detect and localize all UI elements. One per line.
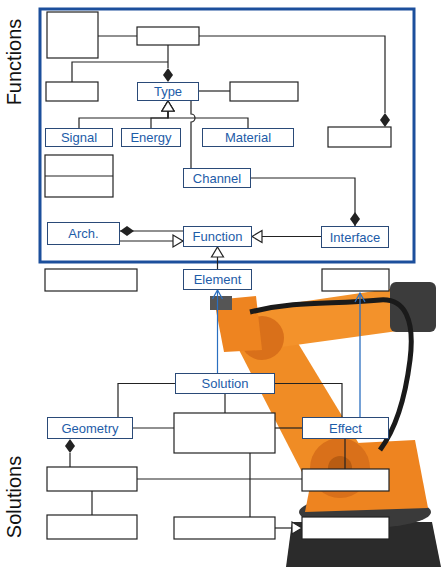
blank-box <box>47 515 137 539</box>
connector <box>79 101 168 128</box>
wire <box>91 491 92 515</box>
open-arrow-head <box>355 293 365 302</box>
wire <box>133 427 174 428</box>
class-box: Geometry <box>47 417 133 439</box>
class-box: Effect <box>302 417 389 439</box>
connector <box>191 101 195 168</box>
robot-motor <box>390 282 436 332</box>
wire <box>344 439 345 469</box>
blank-box <box>137 27 199 45</box>
wire <box>137 478 302 479</box>
connector <box>168 101 248 128</box>
blank-boxes <box>45 12 391 539</box>
wire <box>199 36 385 113</box>
connector <box>251 178 355 226</box>
class-box: Signal <box>45 128 113 147</box>
box-label: Type <box>154 84 182 99</box>
class-box: Function <box>183 226 252 247</box>
inheritance-triangle <box>162 101 174 111</box>
composition-diamond <box>380 113 390 127</box>
functions-frame <box>40 9 414 262</box>
inheritance-triangle <box>162 101 174 111</box>
wire <box>69 453 70 467</box>
box-label: Material <box>225 130 271 145</box>
class-box: Arch. <box>47 222 120 245</box>
composition-diamond <box>163 68 173 82</box>
inheritance-triangle <box>173 235 183 247</box>
blue-link <box>359 293 360 417</box>
class-box: Material <box>202 128 294 147</box>
composition-diamond <box>65 439 75 453</box>
blank-box <box>328 127 391 147</box>
blank-box <box>47 467 137 491</box>
class-box: Element <box>183 269 252 290</box>
wire <box>249 453 250 517</box>
class-box: Solution <box>175 373 275 394</box>
box-label: Function <box>193 229 243 244</box>
wire <box>98 35 137 36</box>
class-box: Type <box>137 82 199 101</box>
box-label: Interface <box>330 230 381 245</box>
blank-box <box>45 155 113 197</box>
section-label: Solutions <box>3 456 25 538</box>
blank-box <box>230 82 298 101</box>
box-label: Arch. <box>68 226 98 241</box>
box-label: Channel <box>193 171 241 186</box>
inheritance-triangle <box>292 522 302 534</box>
class-box: Channel <box>183 168 251 188</box>
blank-box <box>174 413 275 453</box>
box-label: Signal <box>61 130 97 145</box>
blank-box <box>322 269 389 291</box>
wire <box>199 90 230 91</box>
composition-diamond <box>120 226 134 236</box>
box-label: Effect <box>329 421 362 436</box>
inheritance-triangle <box>162 101 174 111</box>
blank-box <box>46 82 98 101</box>
connector <box>217 290 218 373</box>
box-label: Solution <box>202 376 249 391</box>
blank-box <box>302 469 389 491</box>
class-box: Energy <box>121 128 181 147</box>
box-label: Geometry <box>61 421 118 436</box>
wire <box>72 62 168 82</box>
box-label: Energy <box>130 130 171 145</box>
blank-box-divider <box>45 175 113 176</box>
wire <box>275 527 292 528</box>
connector <box>275 384 342 418</box>
box-label: Element <box>194 272 242 287</box>
blank-box <box>174 517 275 539</box>
composition-diamond <box>350 212 360 226</box>
connector <box>118 384 175 418</box>
blank-box <box>302 517 389 539</box>
wire <box>224 394 225 413</box>
class-box: Interface <box>321 226 389 248</box>
wire <box>167 45 168 68</box>
inheritance-triangle <box>252 231 262 243</box>
wire <box>275 427 302 428</box>
blank-box <box>47 12 98 58</box>
blank-box <box>45 269 137 291</box>
section-label: Functions <box>3 19 25 106</box>
inheritance-triangle <box>212 247 224 257</box>
open-arrow-head <box>213 290 223 299</box>
